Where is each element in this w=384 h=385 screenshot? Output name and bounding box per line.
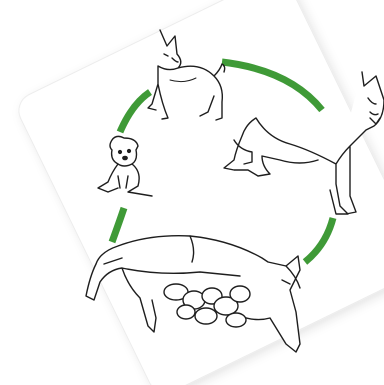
diagram-card <box>13 0 384 385</box>
